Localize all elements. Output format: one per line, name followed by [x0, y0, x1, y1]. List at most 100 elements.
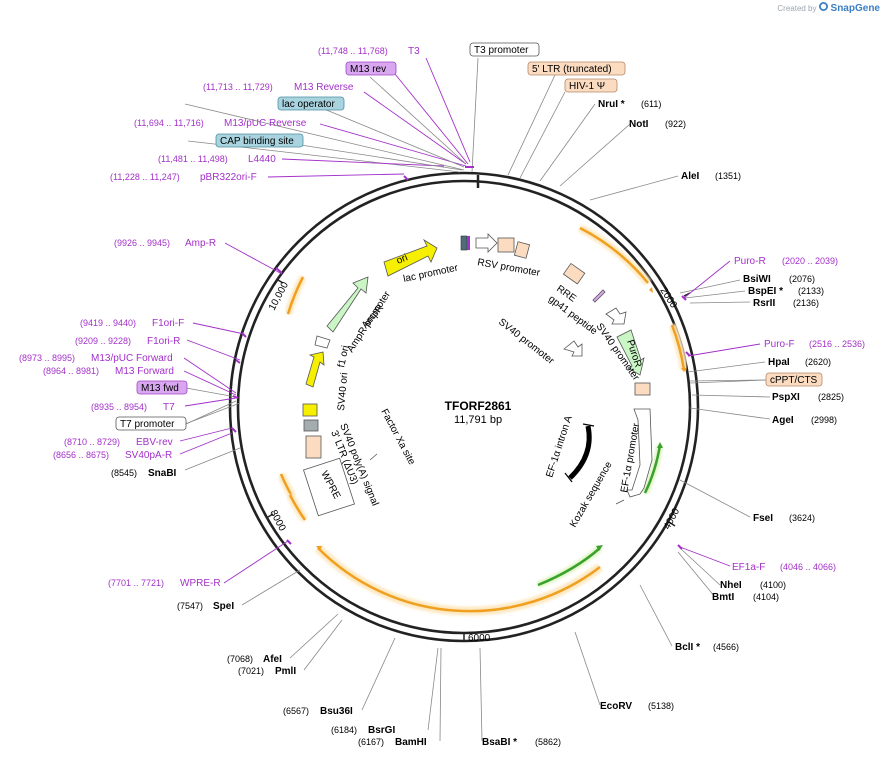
sv40-promoter-inner-arrow: [563, 340, 583, 357]
primer-label-f1ori-r: F1ori-R: [147, 336, 180, 347]
primer-labels: (11,748 .. 11,768) T3 (11,713 .. 11,729)…: [19, 46, 865, 589]
lac-promoter-arrow: [475, 233, 498, 253]
site-pos-afei: (7068): [227, 654, 253, 664]
site-pos-hpai: (2620): [805, 357, 831, 367]
feature-label-factor-xa: Factor Xa site: [378, 407, 417, 467]
orf-arcs: [277, 224, 688, 616]
plasmid-length: 11,791 bp: [454, 414, 502, 426]
wpre-box: [303, 457, 355, 517]
site-pos-bmti: (4104): [753, 592, 779, 602]
puror-arrow: [616, 329, 645, 376]
primer-range-m13-forward: (8964 .. 8981): [43, 366, 99, 376]
primer-range-m13-reverse: (11,713 .. 11,729): [203, 82, 273, 92]
box-label-hiv1-psi: HIV-1 Ψ: [569, 81, 605, 92]
primer-label-wpre-r: WPRE-R: [180, 578, 221, 589]
ampr-arrow: [326, 276, 369, 333]
feature-label-f1-ori: f1 ori: [336, 345, 351, 369]
gp41-peptide-shape: [592, 289, 606, 303]
plasmid-name: TFORF2861: [445, 399, 512, 413]
site-pos-bcli: (4566): [713, 642, 739, 652]
primer-range-pbr322ori-f: (11,228 .. 11,247): [110, 172, 180, 182]
site-label-nrui: NruI *: [598, 99, 625, 110]
site-label-pspxi: PspXI: [772, 392, 800, 403]
site-label-afei: AfeI: [263, 654, 282, 665]
primer-range-amp-r: (9926 .. 9945): [114, 238, 170, 248]
ltr3-box: [305, 435, 322, 459]
site-pos-bspei: (2133): [798, 286, 824, 296]
lac-operator-mark: [460, 235, 468, 251]
box-label-t7-promoter: T7 promoter: [120, 419, 175, 430]
box-label-m13-fwd: M13 fwd: [141, 383, 179, 394]
ampr-promoter-shape: [314, 335, 331, 349]
boxed-feature-labels: M13 rev lac operator CAP binding site M1…: [115, 42, 823, 431]
site-label-fsei: FseI: [753, 513, 773, 524]
site-pos-alei: (1351): [715, 171, 741, 181]
primer-label-puro-r: Puro-R: [734, 256, 766, 267]
site-pos-rsrii: (2136): [793, 298, 819, 308]
sv40-promoter-arrow: [605, 307, 627, 325]
feature-label-sv40-ori: SV40 ori: [336, 372, 350, 411]
site-connectors: [184, 57, 771, 742]
primer-label-ebv-rev: EBV-rev: [136, 437, 173, 448]
rre-box: [562, 262, 586, 285]
site-pos-nhei: (4100): [760, 580, 786, 590]
primer-connectors: [179, 57, 761, 584]
site-label-alei: AleI: [681, 171, 700, 182]
primer-range-sv40pa-r: (8656 .. 8675): [53, 450, 109, 460]
site-pos-bsabi: (5862): [535, 737, 561, 747]
primer-marks: [231, 166, 691, 550]
primer-label-sv40pa-r: SV40pA-R: [125, 450, 172, 461]
site-pos-bsiwi: (2076): [789, 274, 815, 284]
site-pos-bsrgi: (6184): [331, 725, 357, 735]
ef1a-promoter-arrow: [626, 408, 653, 498]
rsv-promoter-box: [497, 237, 515, 253]
box-label-m13-rev: M13 rev: [350, 64, 386, 75]
primer-label-l4440: L4440: [248, 154, 276, 165]
primer-range-f1ori-f: (9419 .. 9440): [80, 318, 136, 328]
ori-arrow: [383, 238, 438, 277]
site-label-hpai: HpaI: [768, 357, 790, 368]
site-label-snabi: SnaBI: [148, 468, 177, 479]
orf-arc-4: [288, 494, 307, 521]
primer-label-pbr322ori-f: pBR322ori-F: [200, 172, 257, 183]
site-pos-spei: (7547): [177, 601, 203, 611]
restriction-site-labels: NruI * (611) NotI (922) AleI (1351) BsiW…: [111, 99, 844, 748]
site-label-bsiwi: BsiWI: [743, 274, 771, 285]
feature-shapes: [302, 233, 653, 517]
green-arrows: [536, 442, 664, 589]
primer-label-t7: T7: [163, 402, 175, 413]
tick-label-6000: 6000: [468, 633, 491, 644]
primer-range-t7: (8935 .. 8954): [91, 402, 147, 412]
primer-label-m13puc-forward: M13/pUC Forward: [91, 353, 173, 364]
primer-range-m13puc-forward: (8973 .. 8995): [19, 353, 75, 363]
site-label-bamhi: BamHI: [395, 737, 427, 748]
site-pos-pspxi: (2825): [818, 392, 844, 402]
primer-range-puro-f: (2516 .. 2536): [809, 339, 865, 349]
orf-arc-large: [317, 547, 601, 613]
primer-range-f1ori-r: (9209 .. 9228): [75, 336, 131, 346]
site-label-rsrii: RsrII: [753, 298, 775, 309]
site-pos-noti: (922): [665, 119, 686, 129]
orf-arc-puro: [579, 226, 649, 284]
site-pos-agei: (2998): [811, 415, 837, 425]
site-pos-bamhi: (6167): [358, 737, 384, 747]
site-label-bsu36i: Bsu36I: [320, 706, 353, 717]
snapgene-logo-icon: [818, 2, 828, 11]
site-pos-bsu36i: (6567): [283, 706, 309, 716]
created-by-text: Created by: [777, 4, 817, 13]
primer-label-puro-f: Puro-F: [764, 339, 795, 350]
site-pos-nrui: (611): [641, 99, 661, 109]
ef1a-intron-arc: [568, 425, 592, 480]
box-label-cap-binding-site: CAP binding site: [220, 136, 294, 147]
site-pos-pmli: (7021): [238, 666, 264, 676]
primer-range-puro-r: (2020 .. 2039): [782, 256, 838, 266]
site-label-bspei: BspEI *: [748, 286, 783, 297]
f1-ori-arrow: [305, 351, 325, 388]
sv40-ori-box: [302, 403, 318, 417]
primer-range-ebv-rev: (8710 .. 8729): [64, 437, 120, 447]
site-label-ecorv: EcoRV: [600, 701, 632, 712]
primer-range-l4440: (11,481 .. 11,498): [158, 154, 228, 164]
box-label-lac-operator: lac operator: [282, 99, 335, 110]
green-arrow-upper: [643, 444, 662, 494]
primer-label-m13-forward: M13 Forward: [115, 366, 174, 377]
